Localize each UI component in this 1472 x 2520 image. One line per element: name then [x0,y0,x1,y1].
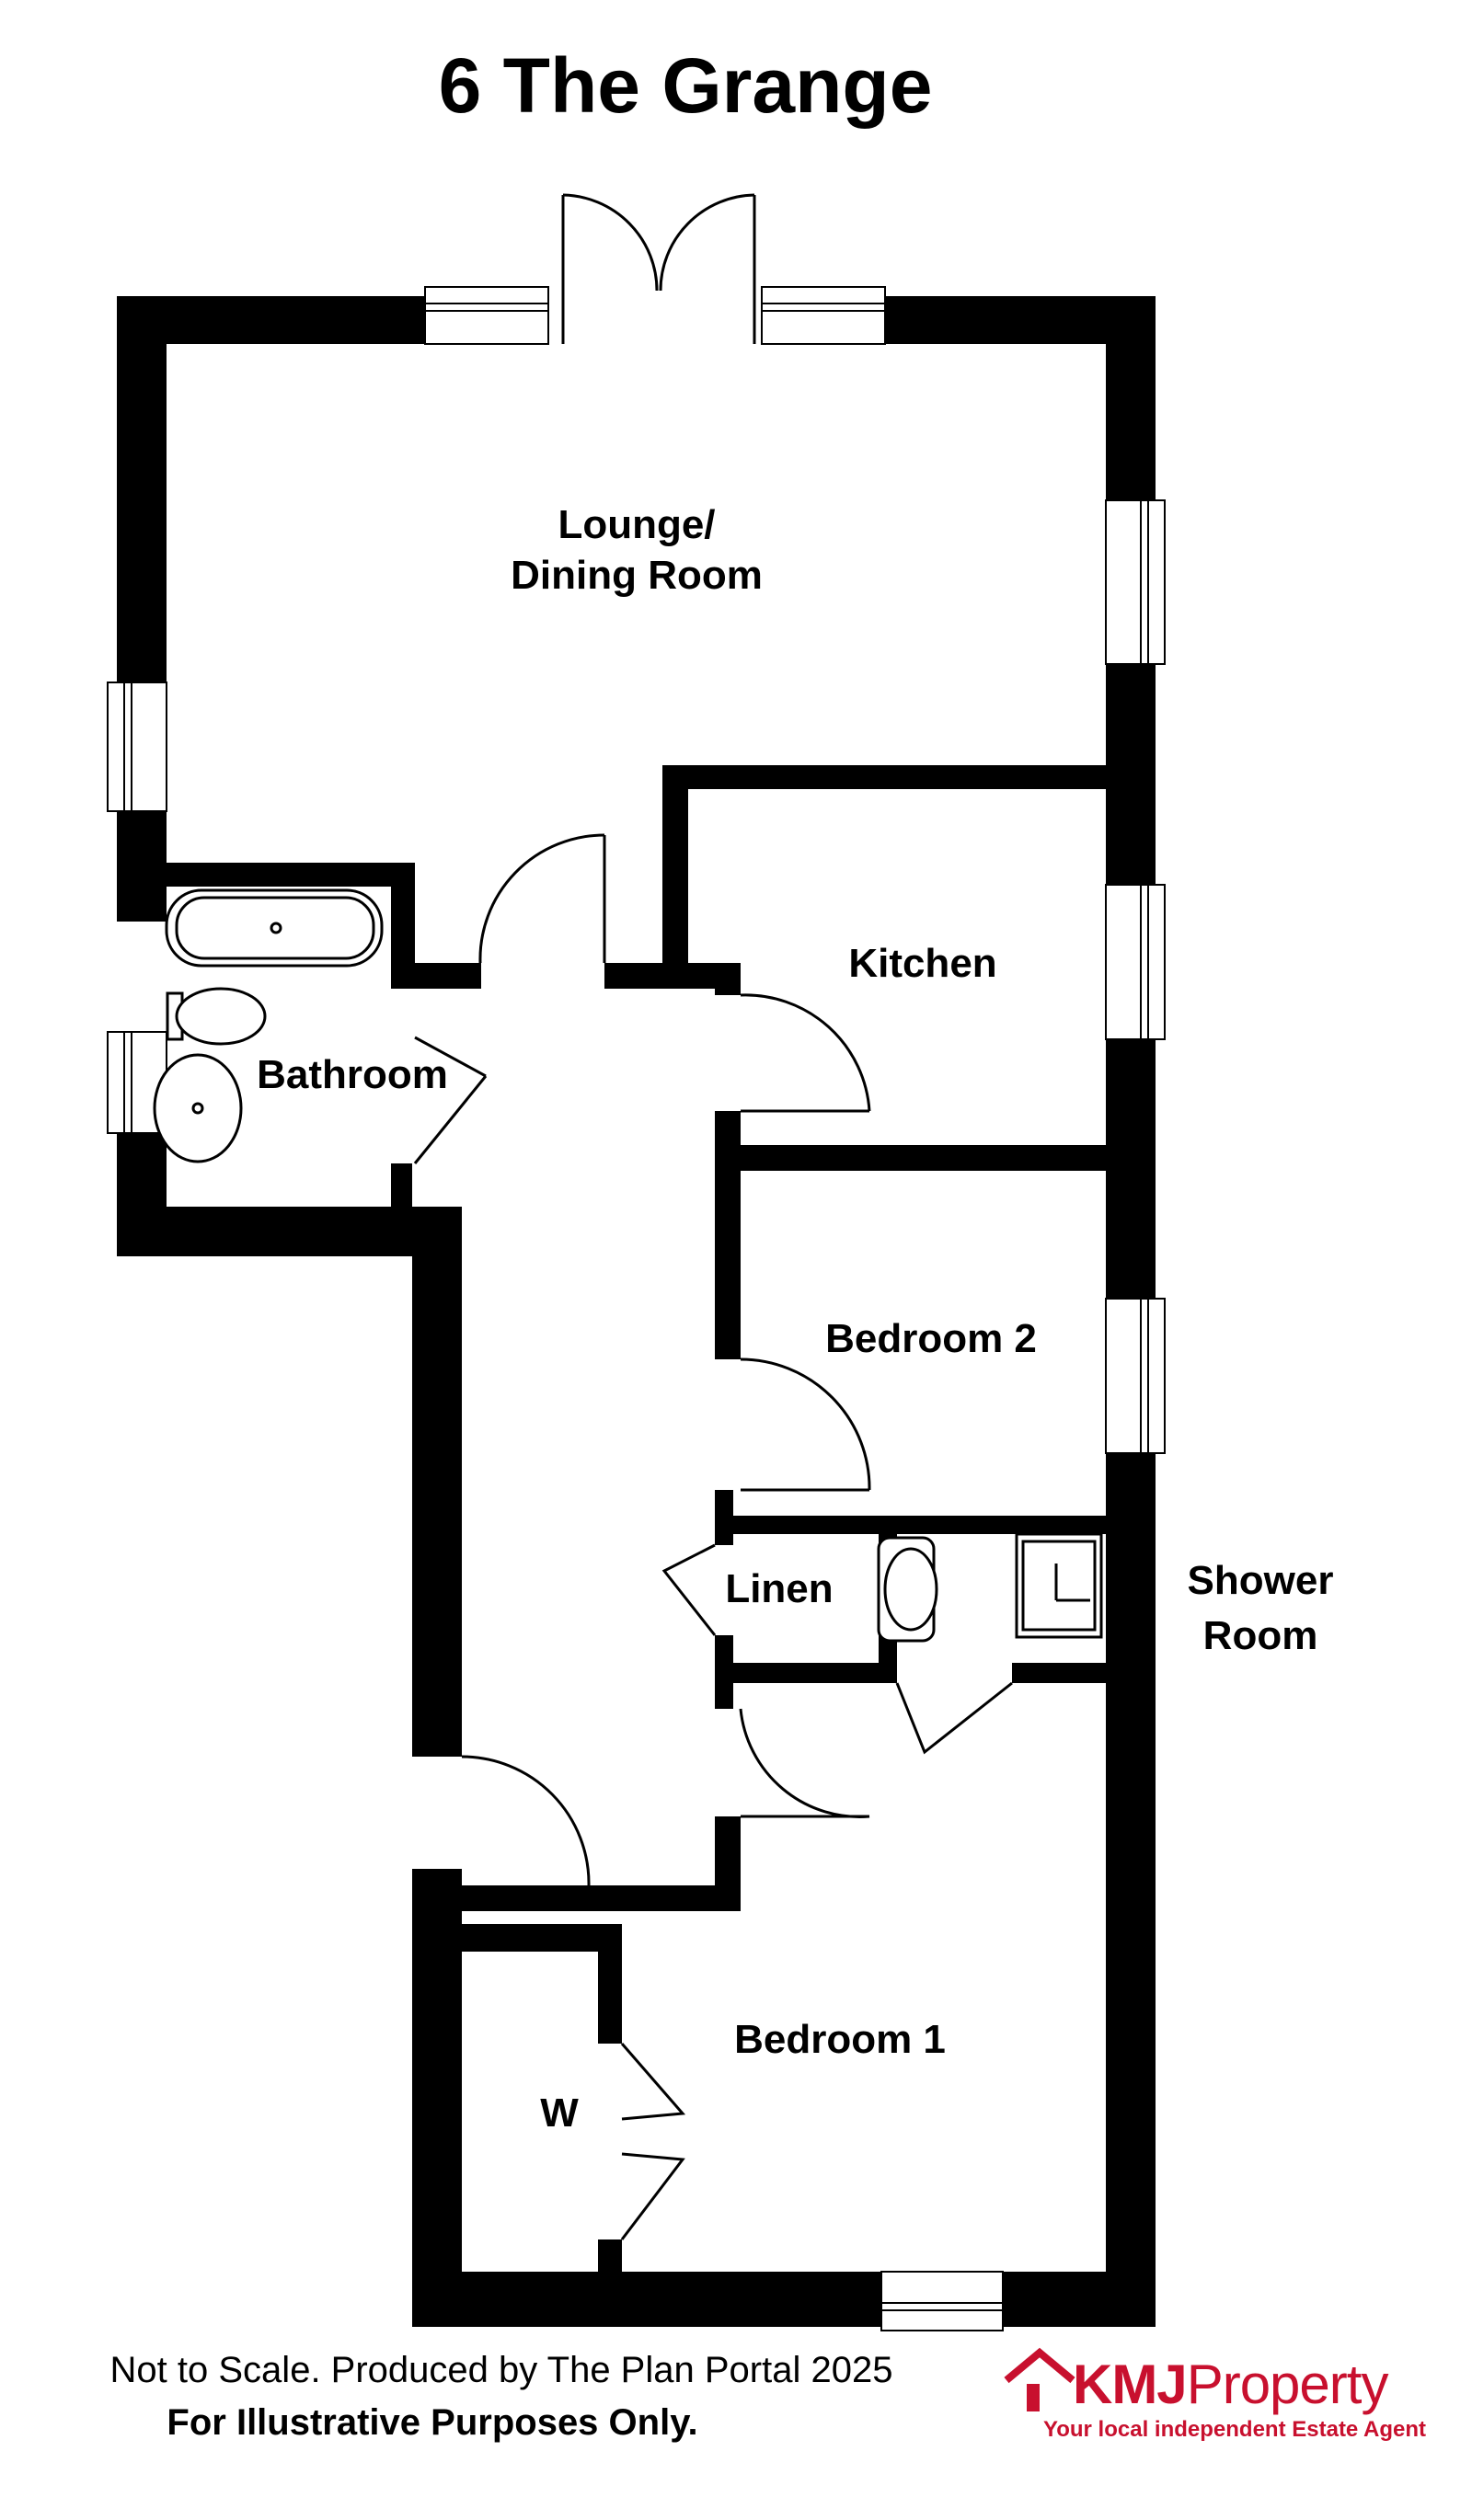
doors [413,193,1013,2240]
label-bedroom-2: Bedroom 2 [825,1316,1037,1361]
windows [107,286,1166,2331]
label-kitchen: Kitchen [848,941,996,986]
footer-notice: For Illustrative Purposes Only. [167,2402,698,2443]
logo-wordmark: KMJProperty [1073,2354,1388,2415]
fixtures [153,888,1103,1643]
page-title: 6 The Grange [438,42,933,129]
label-shower-1: Shower [1188,1558,1334,1603]
label-shower-2: Room [1203,1613,1318,1658]
footer-disclaimer: Not to Scale. Produced by The Plan Porta… [109,2350,893,2390]
brand-logo: KMJProperty Your local independent Estat… [1003,2343,1463,2445]
label-wardrobe: W [540,2090,579,2136]
label-lounge-2: Dining Room [511,553,763,598]
house-icon [1004,2347,1075,2411]
label-bathroom: Bathroom [257,1052,448,1097]
room-labels: Lounge/ Dining Room Kitchen Bathroom Bed… [257,502,1333,2136]
label-linen: Linen [725,1566,833,1611]
logo-tagline: Your local independent Estate Agent [1043,2417,1427,2442]
label-lounge-1: Lounge/ [558,502,715,547]
walls [117,296,1156,2327]
label-bedroom-1: Bedroom 1 [734,2017,946,2062]
